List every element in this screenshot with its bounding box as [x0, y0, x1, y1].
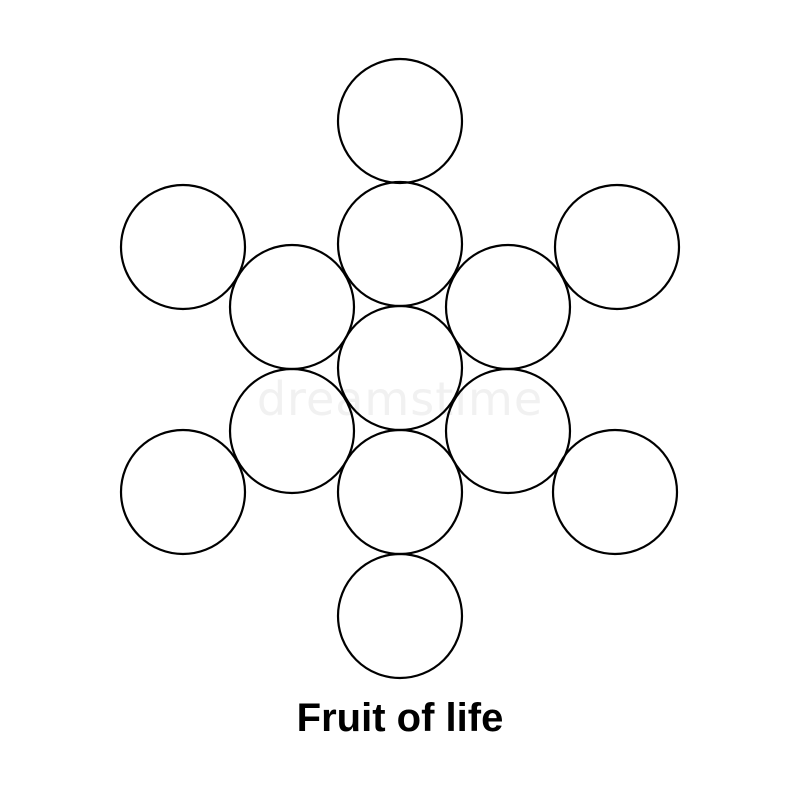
circle-lower-right-inner — [444, 367, 572, 495]
circle-upper-left-inner — [228, 243, 356, 371]
circle-lower-left-inner — [228, 367, 356, 495]
circle-top-outer — [336, 57, 464, 185]
circle-lower-left-outer — [119, 428, 247, 556]
circle-bottom-inner — [336, 428, 464, 556]
circle-lower-right-outer — [551, 428, 679, 556]
diagram-caption: Fruit of life — [296, 696, 504, 740]
circle-top-inner — [336, 180, 464, 308]
circle-upper-right-inner — [444, 243, 572, 371]
circle-upper-left-outer — [119, 183, 247, 311]
circle-center — [336, 304, 464, 432]
circle-bottom-outer — [336, 552, 464, 680]
circle-upper-right-outer — [553, 183, 681, 311]
